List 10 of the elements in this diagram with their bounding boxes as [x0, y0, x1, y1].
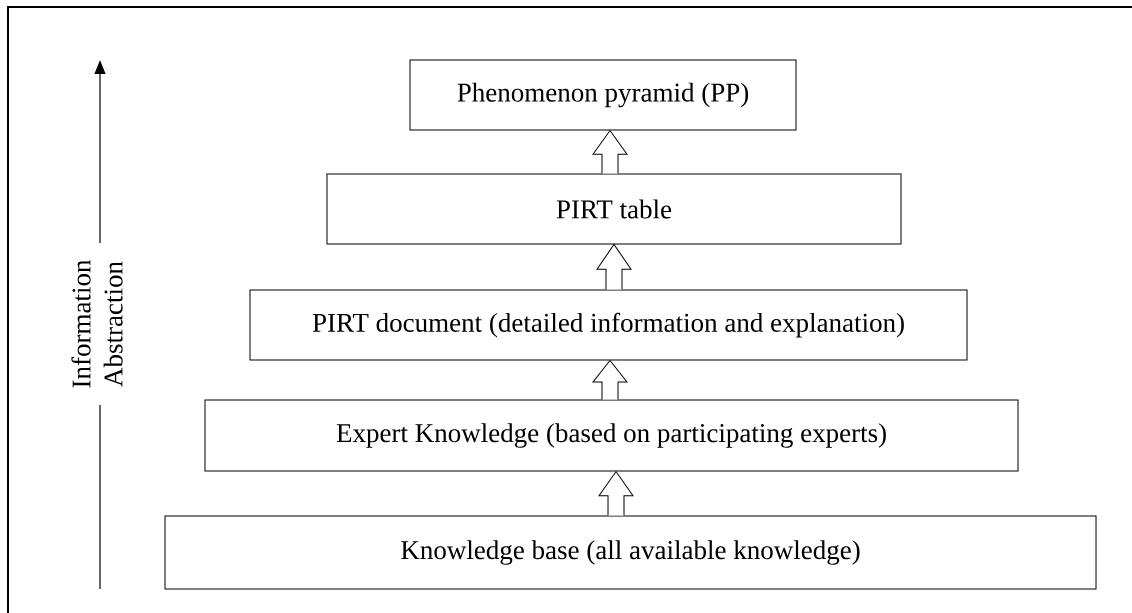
block-arrow	[598, 471, 634, 516]
axis-label: Information Abstraction	[71, 259, 123, 388]
block-arrow	[596, 244, 632, 290]
block-arrow	[592, 130, 628, 174]
text-box: Expert Knowledge (based on participating experts)	[204, 399, 1019, 472]
block-arrow	[592, 360, 628, 400]
text-box: PIRT document (detailed information and explanation)	[249, 289, 968, 361]
text-box: Phenomenon pyramid (PP)	[409, 59, 797, 131]
text-box: PIRT table	[326, 173, 902, 245]
text-box: Knowledge base (all available knowledge)	[164, 515, 1097, 590]
